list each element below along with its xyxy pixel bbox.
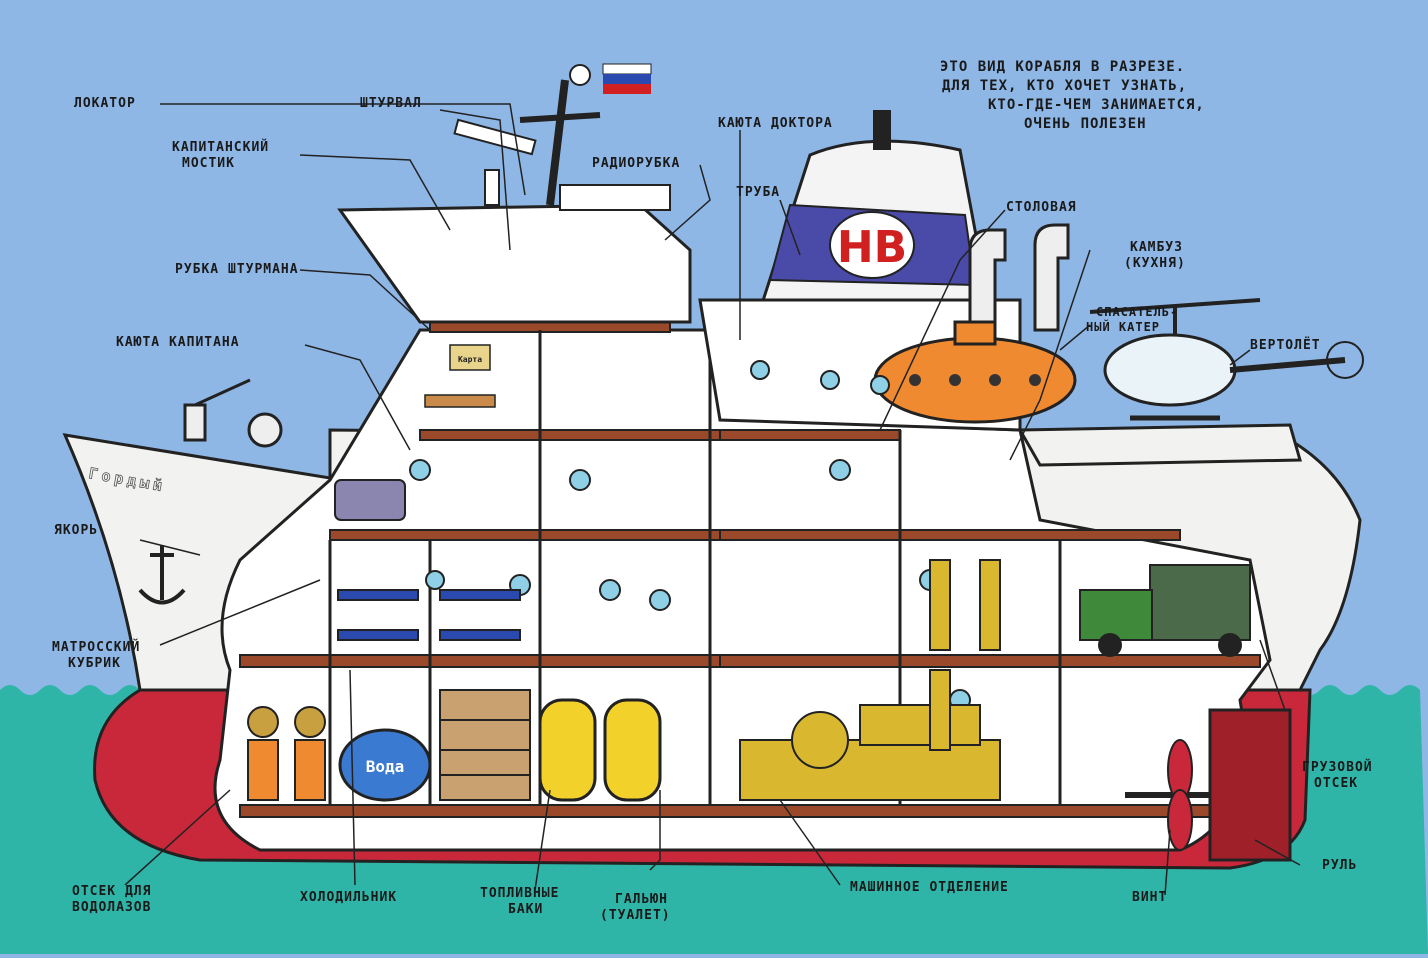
label-captain-cabin: Каюта капитана	[116, 335, 240, 350]
propeller-icon	[1125, 739, 1210, 851]
label-divers-1: Отсек для	[72, 884, 152, 899]
funnel: НВ	[757, 110, 992, 312]
mast-light	[569, 64, 591, 86]
label-toilet-1: Гальюн	[615, 892, 668, 907]
label-galley-1: Камбуз	[1130, 240, 1183, 255]
label-lifeboat-1: Спасатель-	[1096, 305, 1179, 319]
caption-line-2: Для тех, кто хочет узнать,	[942, 78, 1188, 94]
leader-lines	[124, 103, 1301, 896]
label-radio-room: Радиорубка	[592, 156, 681, 171]
label-crew-quarters-2: кубрик	[68, 656, 121, 671]
label-mess: Столовая	[1006, 200, 1077, 215]
label-fridge: Холодильник	[300, 890, 398, 905]
label-fuel-2: баки	[508, 902, 544, 917]
aft-deck	[1017, 423, 1302, 467]
sofa	[334, 479, 406, 521]
label-rudder: Руль	[1322, 858, 1358, 873]
water-tank-label: Вода	[366, 757, 405, 776]
label-fuel-1: Топливные	[480, 886, 560, 901]
caption-line-3: кто-где-чем занимается,	[988, 97, 1205, 113]
fridge-shelves	[439, 689, 531, 801]
helicopter-icon	[1089, 298, 1364, 421]
label-doctor-cabin: Каюта доктора	[718, 116, 833, 131]
label-anchor: Якорь	[54, 523, 99, 538]
caption-line-4: очень полезен	[1024, 116, 1147, 132]
ventilators	[968, 223, 1070, 332]
label-navigator-room: Рубка штурмана	[175, 262, 299, 277]
anchor-icon	[138, 545, 186, 605]
label-cargo-2: отсек	[1314, 776, 1359, 791]
chart-sign: Карта	[458, 355, 482, 364]
captain-cabin-room: Карта	[424, 344, 496, 408]
label-engine-room: Машинное отделение	[850, 880, 1009, 895]
label-cargo-1: Грузовой	[1302, 760, 1373, 775]
divers-compartment	[247, 706, 326, 801]
bunk-beds	[337, 589, 521, 641]
label-propeller: Винт	[1132, 890, 1168, 905]
label-helicopter: Вертолёт	[1250, 338, 1321, 353]
engine	[739, 559, 1001, 801]
fuel-tanks	[538, 698, 662, 802]
label-locator: Локатор	[74, 96, 136, 111]
label-wheel: Штурвал	[360, 96, 422, 111]
label-toilet-2: (туалет)	[600, 908, 671, 923]
label-bridge-1: Капитанский	[172, 140, 270, 155]
mast	[546, 79, 569, 206]
radio-room-roof	[559, 184, 671, 211]
rudder	[1208, 708, 1292, 862]
fore-crane	[183, 378, 283, 448]
caption: Это вид корабля в разрезе. Для тех, кто …	[940, 58, 1320, 134]
label-crew-quarters-1: Матросский	[52, 640, 141, 655]
funnel-logo: НВ	[837, 222, 907, 273]
label-funnel: Труба	[736, 185, 781, 200]
mast-yard	[519, 112, 601, 123]
cargo-truck	[1079, 564, 1251, 657]
russian-flag	[602, 63, 652, 94]
deck-floors	[239, 321, 1261, 818]
label-lifeboat-2: ный катер	[1086, 320, 1161, 334]
label-bridge-2: мостик	[182, 156, 235, 171]
label-galley-2: (кухня)	[1124, 256, 1186, 271]
water-tank: Вода	[338, 728, 432, 802]
caption-line-1: Это вид корабля в разрезе.	[940, 59, 1186, 75]
radar-icon	[453, 118, 537, 206]
label-divers-2: водолазов	[72, 900, 152, 915]
